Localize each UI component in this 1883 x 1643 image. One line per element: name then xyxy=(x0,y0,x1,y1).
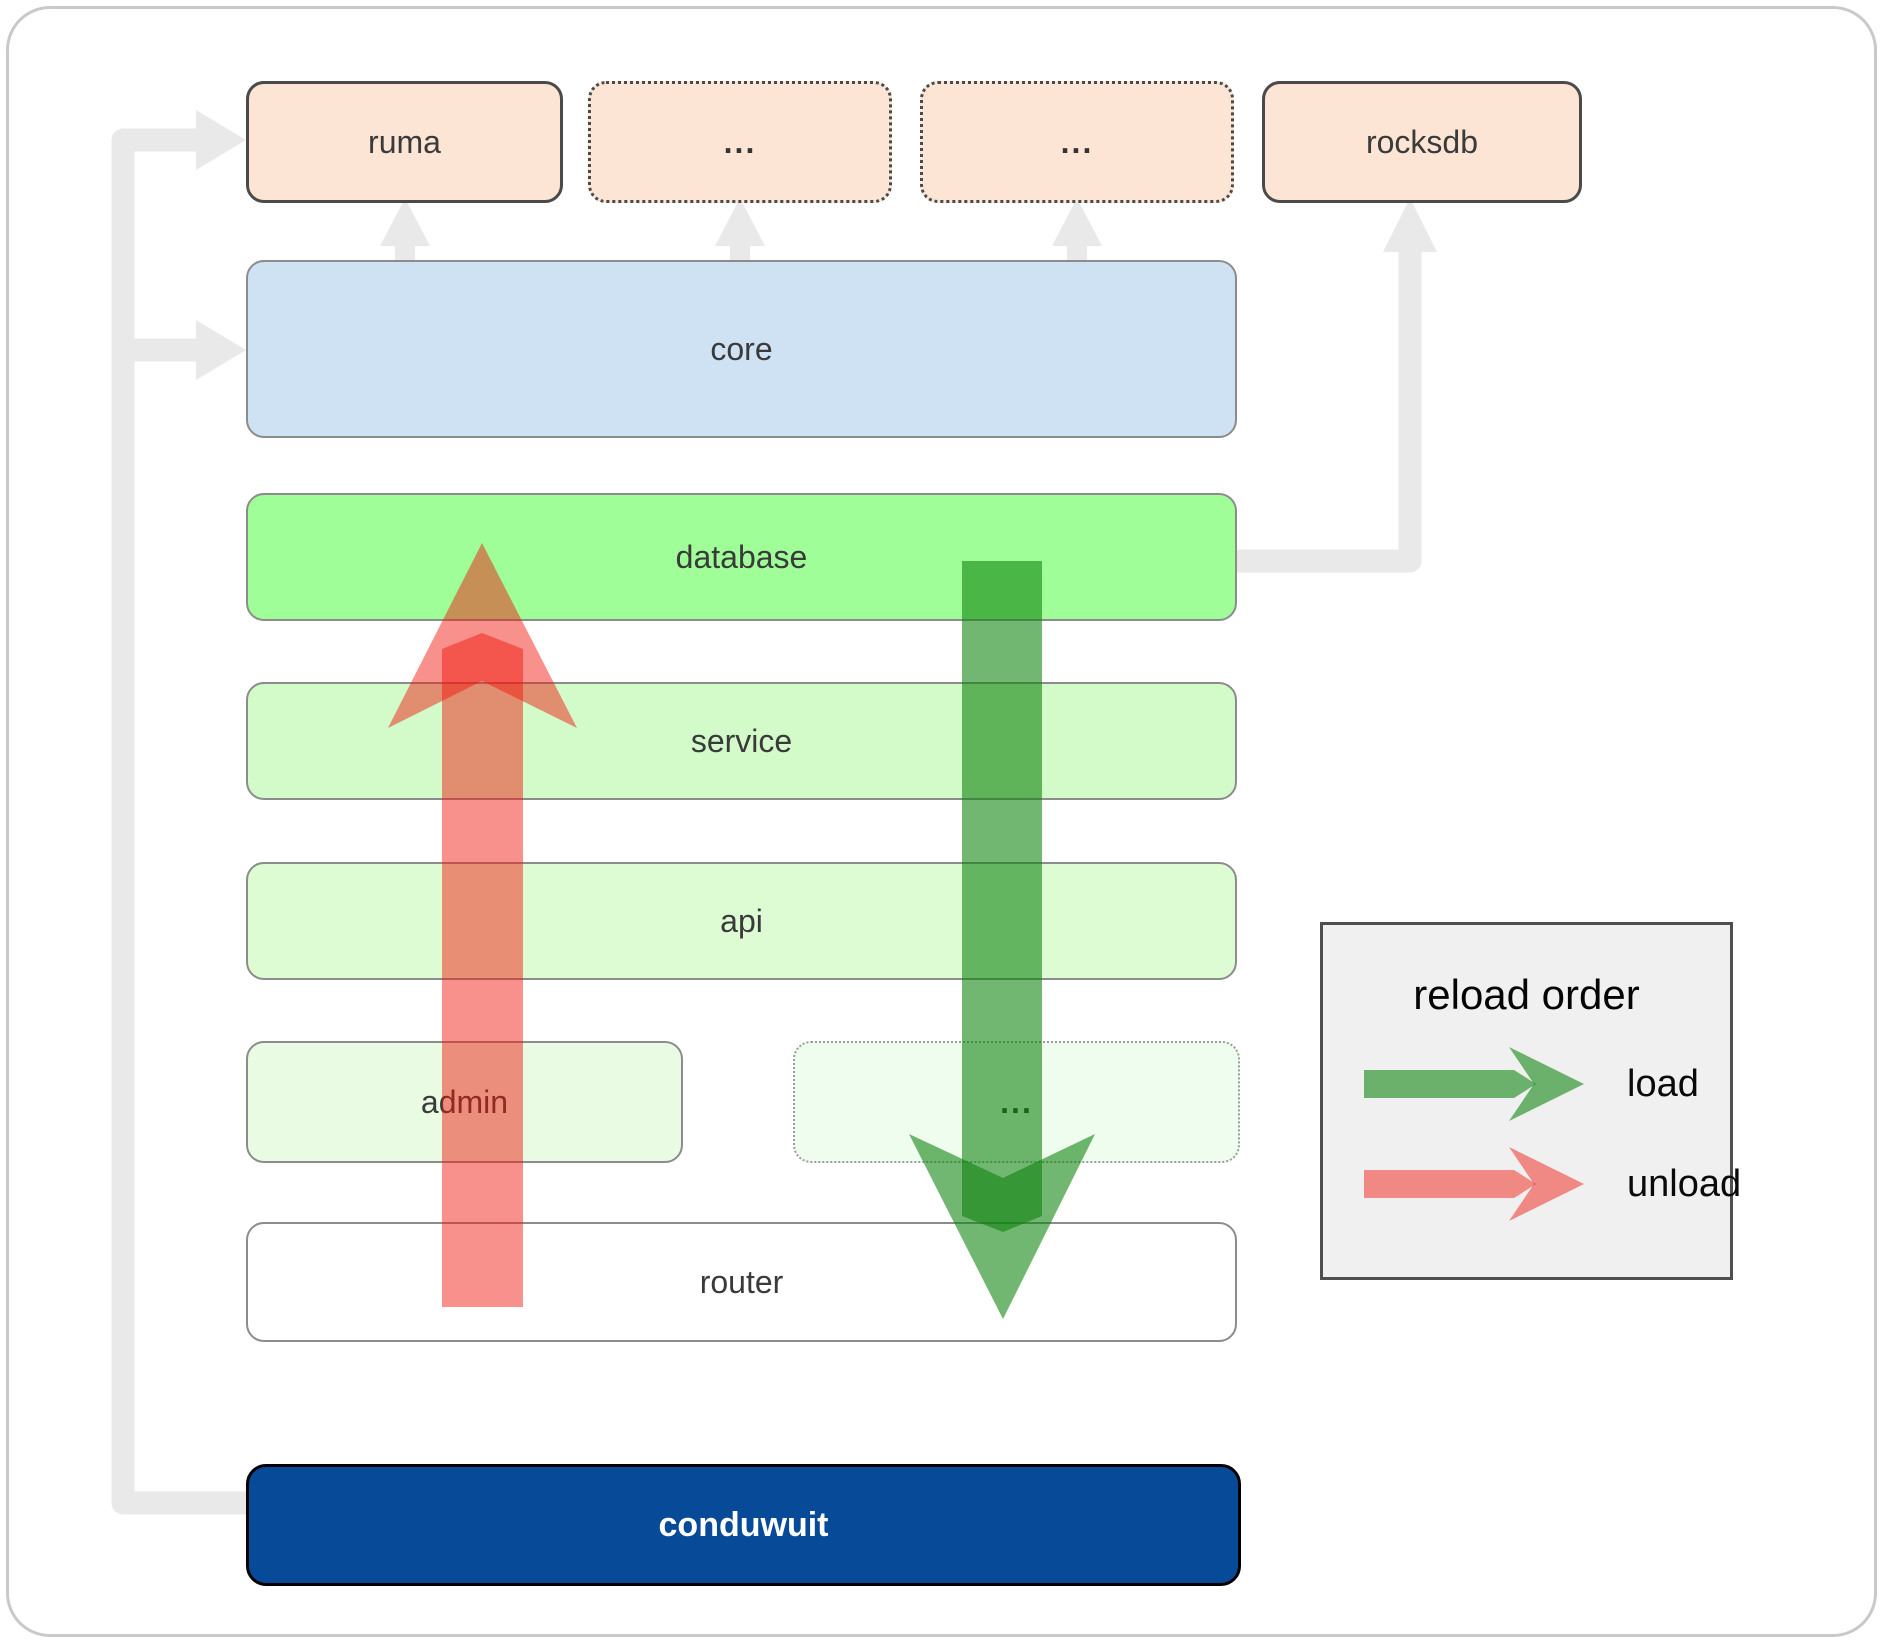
outer-frame xyxy=(6,6,1877,1637)
box-ellipsis-top-1: ... xyxy=(588,81,892,203)
load-arrow-bar xyxy=(1364,1070,1536,1098)
box-router: router xyxy=(246,1222,1237,1342)
box-ruma: ruma xyxy=(246,81,563,203)
box-database: database xyxy=(246,493,1237,621)
box-ellipsis-top-2: ... xyxy=(920,81,1234,203)
box-conduwuit: conduwuit xyxy=(246,1464,1241,1586)
load-arrow-head xyxy=(1509,1047,1584,1121)
box-rocksdb: rocksdb xyxy=(1262,81,1582,203)
box-ellipsis-admin-row: ... xyxy=(793,1041,1240,1163)
legend-label-unload: unload xyxy=(1627,1162,1742,1205)
box-service: service xyxy=(246,682,1237,800)
legend-title: reload order xyxy=(1413,971,1640,1018)
unload-arrow-head xyxy=(1509,1147,1584,1221)
load-arrow-icon xyxy=(1364,1047,1584,1121)
unload-arrow-icon xyxy=(1364,1147,1584,1221)
legend: reload order load unload xyxy=(1320,922,1741,1280)
legend-label-load: load xyxy=(1627,1062,1699,1105)
box-api: api xyxy=(246,862,1237,980)
box-admin: admin xyxy=(246,1041,683,1163)
unload-arrow-bar xyxy=(1364,1170,1536,1198)
box-core: core xyxy=(246,260,1237,438)
